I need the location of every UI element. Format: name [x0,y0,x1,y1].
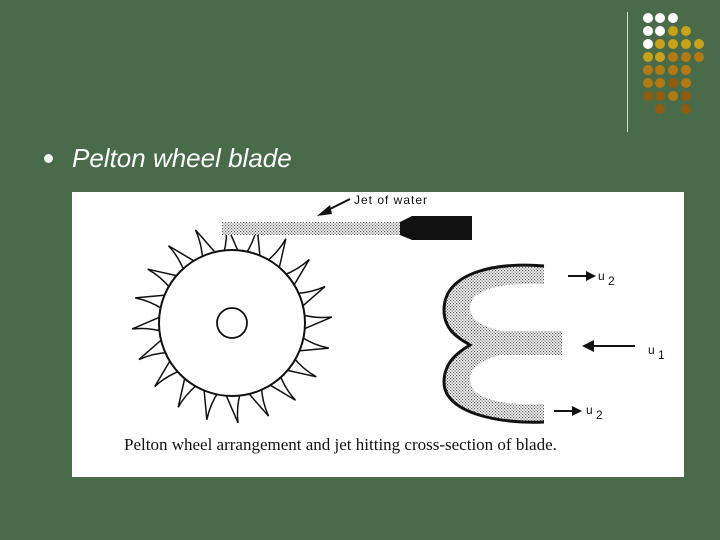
decorative-dot [681,26,691,36]
nozzle-icon [400,216,472,240]
jet-stream [222,222,400,235]
decorative-dot [643,39,653,49]
bucket-icon [224,392,242,424]
u2-top-arrow-icon [586,271,596,281]
u1-arrow-icon [582,340,594,352]
decorative-dot [643,65,653,75]
decorative-dot [643,78,653,88]
decorative-dot [668,65,678,75]
decorative-dot [655,65,665,75]
decorative-dot [655,52,665,62]
pelton-diagram: Jet of water u 2 u 1 u 2 Pelton wheel ar… [72,192,684,477]
blade-stipple [444,265,562,423]
decorative-dot [694,39,704,49]
jet-pointer-arrow-icon [317,205,332,216]
decorative-dot [681,39,691,49]
bullet-icon [44,153,53,163]
decorative-dot [668,26,678,36]
bucket-icon [131,315,163,333]
u1-subscript: 1 [658,348,665,362]
decorative-dot [668,13,678,23]
jet-label: Jet of water [354,193,428,207]
decorative-dot [668,52,678,62]
water-jet [222,216,472,240]
decorative-dot [681,91,691,101]
figure-caption: Pelton wheel arrangement and jet hitting… [124,435,557,454]
pelton-wheel [131,222,333,424]
decorative-dot [668,39,678,49]
decorative-dot [643,26,653,36]
decorative-dot [655,13,665,23]
title-divider-line [627,12,628,132]
decorative-dot [681,65,691,75]
decorative-dot [681,104,691,114]
decorative-dot [643,13,653,23]
u2-bottom-label: u [586,403,594,417]
bucket-icon [301,313,333,331]
blade-outline [442,263,545,424]
bullet-item: Pelton wheel blade [44,138,292,178]
decorative-dot [655,39,665,49]
slide-title: Pelton wheel blade [72,142,292,173]
decorative-dot [655,91,665,101]
decorative-dot [681,52,691,62]
decorative-dot-grid [643,13,704,114]
decorative-dot [655,78,665,88]
u2-bottom-arrow-icon [572,406,582,416]
wheel-hub [216,307,248,339]
u1-label: u [648,343,656,357]
decorative-dot [655,26,665,36]
decorative-dot [668,78,678,88]
decorative-dot [655,104,665,114]
decorative-dot [643,52,653,62]
decorative-dot [668,91,678,101]
decorative-dot [681,78,691,88]
u2-bottom-subscript: 2 [596,408,603,422]
blade-cross-section [442,263,562,424]
u2-top-label: u [598,269,606,283]
decorative-dot [643,91,653,101]
decorative-dot [694,52,704,62]
u2-top-subscript: 2 [608,274,615,288]
